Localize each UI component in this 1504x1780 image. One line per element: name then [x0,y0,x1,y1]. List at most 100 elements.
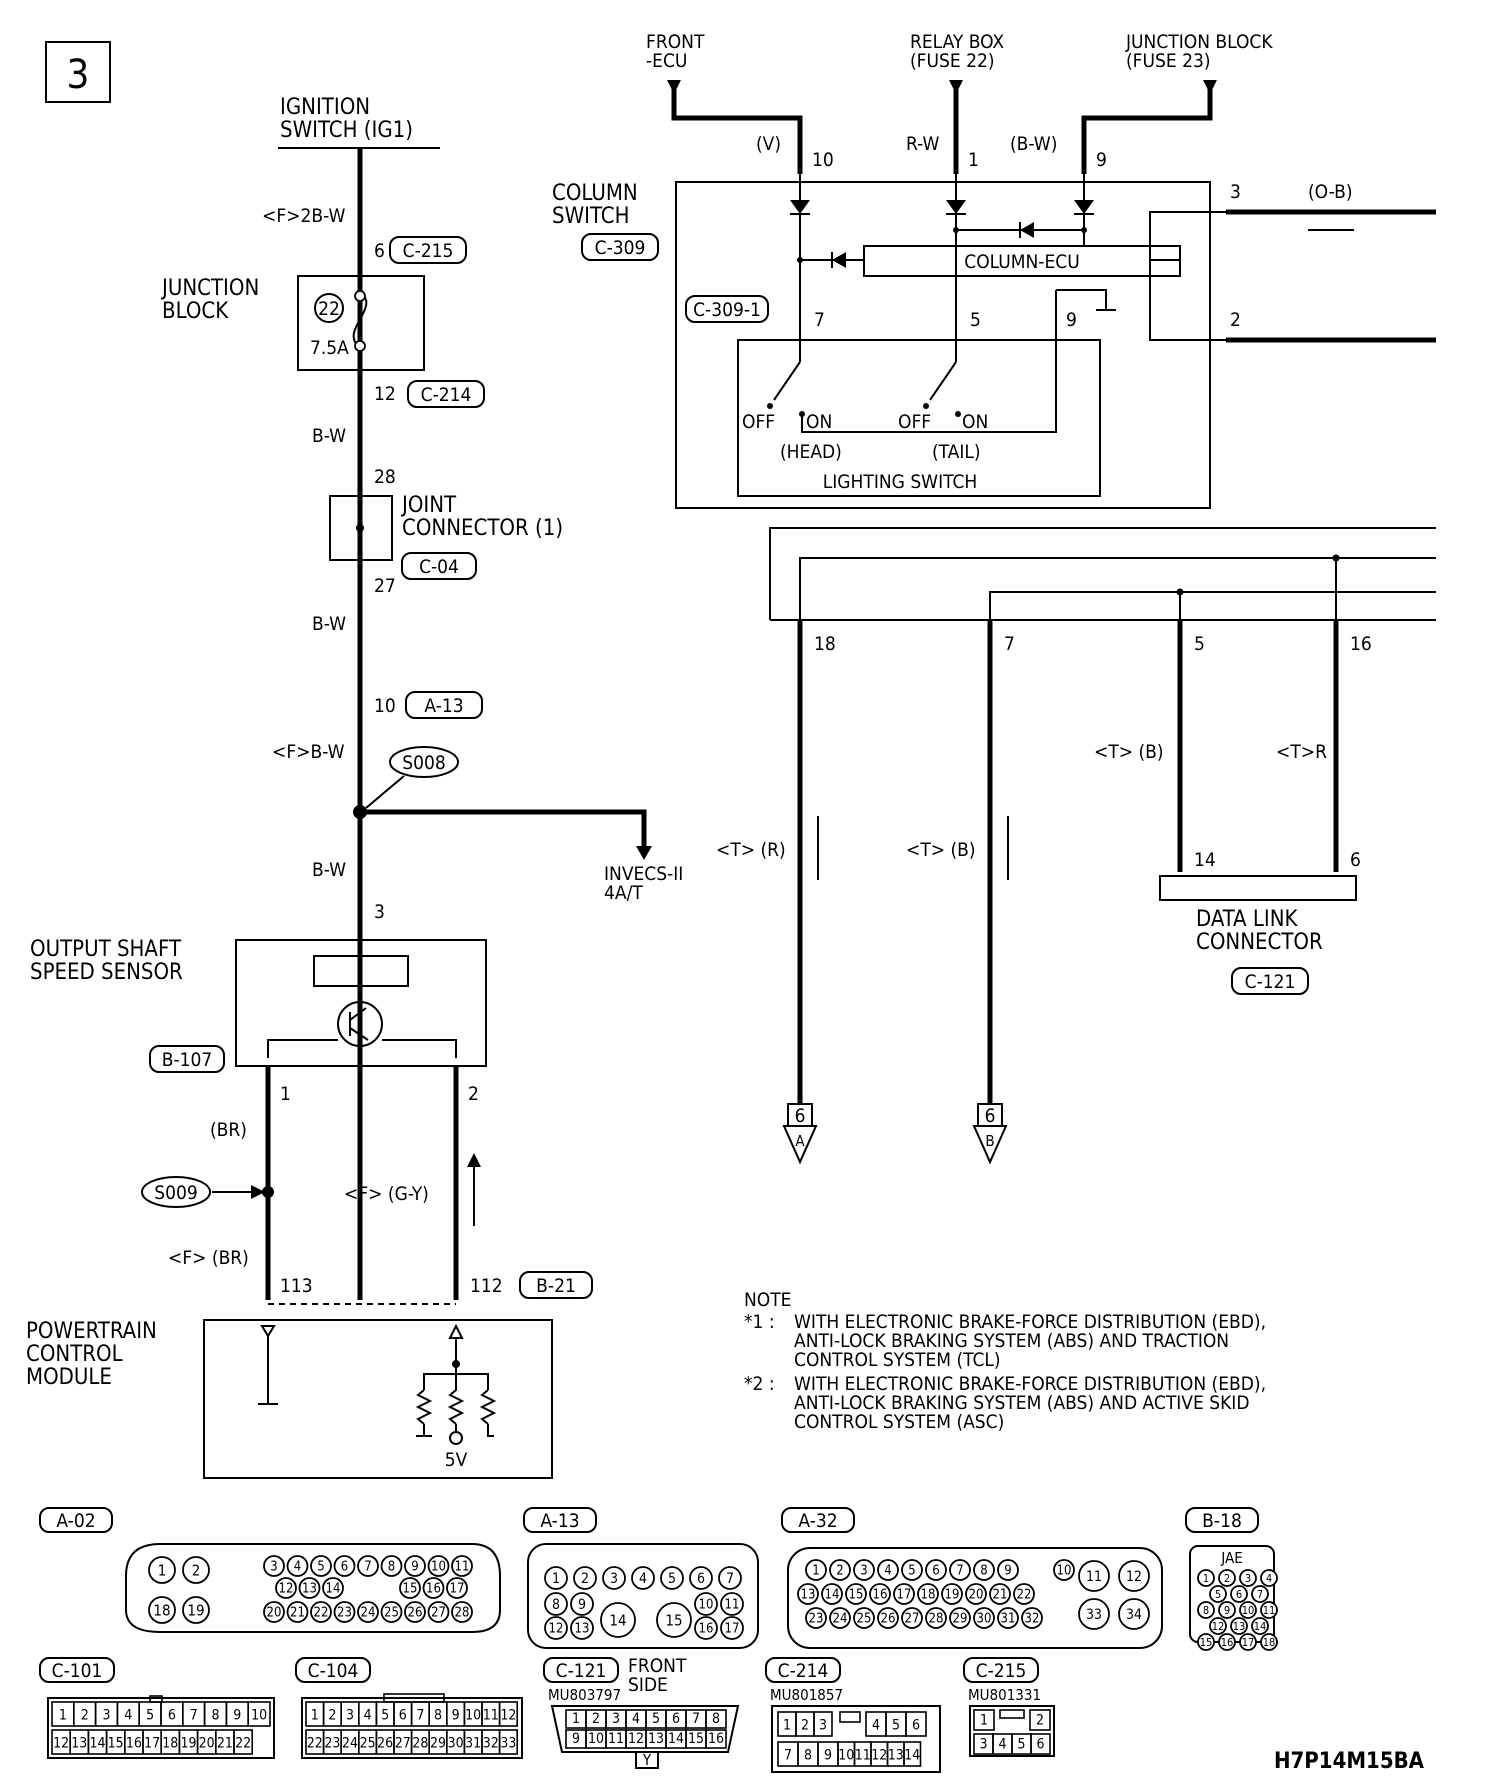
connector-pin [1230,1585,1248,1603]
connector-cell-number: 1 [980,1712,988,1728]
cv-c121-key [635,1751,659,1769]
connector-pin-number: 21 [993,1588,1008,1603]
connector-pin-number: 27 [905,1612,920,1627]
connector-pin [720,1616,744,1640]
diagram-code: H7P14M15BA [1274,1749,1425,1774]
connector-pin-number: 28 [929,1612,944,1627]
diag-pin-5: 5 [1194,633,1205,655]
connector-pin [660,1566,684,1590]
connector-pin-number: 21 [290,1606,305,1621]
connector-c121-tag [1231,967,1309,995]
connector-pin-number: 12 [1212,1620,1225,1633]
connector-pin [949,1559,971,1581]
cv-c121-shell [550,1705,740,1753]
connector-pin [845,1583,867,1605]
connector-cell-number: 9 [452,1707,460,1723]
cv-a13-label: A-13 [540,1510,579,1532]
connector-c215-tag [389,236,467,264]
connector-pin-number: 8 [388,1560,395,1575]
connector-pin [1197,1633,1215,1651]
connector-pin [322,1577,344,1599]
cv-c104-label: C-104 [308,1660,359,1682]
connector-pin [310,1555,332,1577]
diode-10 [790,200,810,214]
connector-pin-number: 25 [857,1612,872,1627]
wire-label-tb: <T> (B) [906,839,976,861]
connector-pin [1209,1617,1227,1635]
connector-pin-number: 24 [361,1606,376,1621]
connector-cell-number: 32 [483,1735,499,1751]
connector-pin-number: 5 [908,1564,915,1579]
connector-cell-number: 31 [465,1735,481,1751]
offpage-b-page: 6 [985,1105,996,1127]
connector-cell-number: 9 [233,1707,241,1723]
connector-pin-number: 13 [302,1582,317,1597]
ecu-node-left [797,257,803,263]
diode-ecu [832,252,846,268]
column-pin-7: 7 [814,309,825,331]
cv-a32-shell [787,1547,1163,1649]
bus-node-16 [1332,554,1340,562]
wire-label-bw-1: B-W [312,425,346,447]
splice-s009-label: S009 [154,1182,197,1204]
fuse-rating: 7.5A [310,337,349,359]
connector-pin-number: 10 [1057,1564,1072,1579]
connector-pin [310,1601,332,1623]
connector-cell [705,1709,727,1729]
connector-pin [949,1607,971,1629]
connector-c214-label: C-214 [421,384,472,406]
splice-s009-node [262,1186,274,1198]
connector-c309-1-label: C-309-1 [693,299,761,321]
connector-cell [973,1709,995,1731]
connector-pin [446,1577,468,1599]
connector-c309-1-tag [685,295,769,323]
connector-cell-number: 29 [430,1735,446,1751]
connector-pin [1078,1560,1110,1592]
head-on-label: ON [806,411,832,433]
connector-pin [925,1559,947,1581]
connector-pin [877,1607,899,1629]
connector-pin-number: 10 [1242,1604,1255,1617]
connector-cell-number: 11 [483,1707,499,1723]
connector-pin [656,1602,692,1638]
connector-cell-number: 22 [307,1735,323,1751]
connector-pin-number: 18 [1263,1636,1276,1649]
splice-s009-tag [141,1176,211,1208]
connector-cell-number: 1 [572,1711,580,1727]
connector-pin [1251,1585,1269,1603]
pin-1-sensor: 1 [280,1083,291,1105]
connector-cell-number: 10 [838,1747,854,1763]
connector-cell-number: 1 [783,1717,791,1733]
offpage-b-letter: B [985,1132,994,1150]
note-1-mark: *1 : [744,1311,775,1333]
connector-b21-tag [519,1271,593,1299]
connector-cell-number: 12 [53,1735,69,1751]
connector-pin [1021,1607,1043,1629]
connector-cell-number: 4 [364,1707,372,1723]
connector-a13-label: A-13 [424,695,463,717]
connector-pin-number: 9 [1224,1604,1230,1617]
connector-pin-number: 9 [578,1597,586,1613]
pin-3-sensor: 3 [374,901,385,923]
pin-113: 113 [280,1275,313,1297]
pcm-res3-end [487,1424,494,1437]
pcm-resistor-1 [415,1389,433,1425]
tail-label: (TAIL) [932,441,981,463]
connector-pin-number: 14 [825,1588,840,1603]
connector-pin [901,1607,923,1629]
connector-cell-number: 2 [1036,1712,1044,1728]
connector-pin [989,1583,1011,1605]
connector-cell-number: 6 [672,1711,680,1727]
connector-pin-number: 6 [1236,1588,1242,1601]
connector-cell [233,1729,254,1755]
connector-pin-number: 31 [1001,1612,1016,1627]
column-pin-9b: 9 [1066,309,1077,331]
connector-pin [805,1607,827,1629]
